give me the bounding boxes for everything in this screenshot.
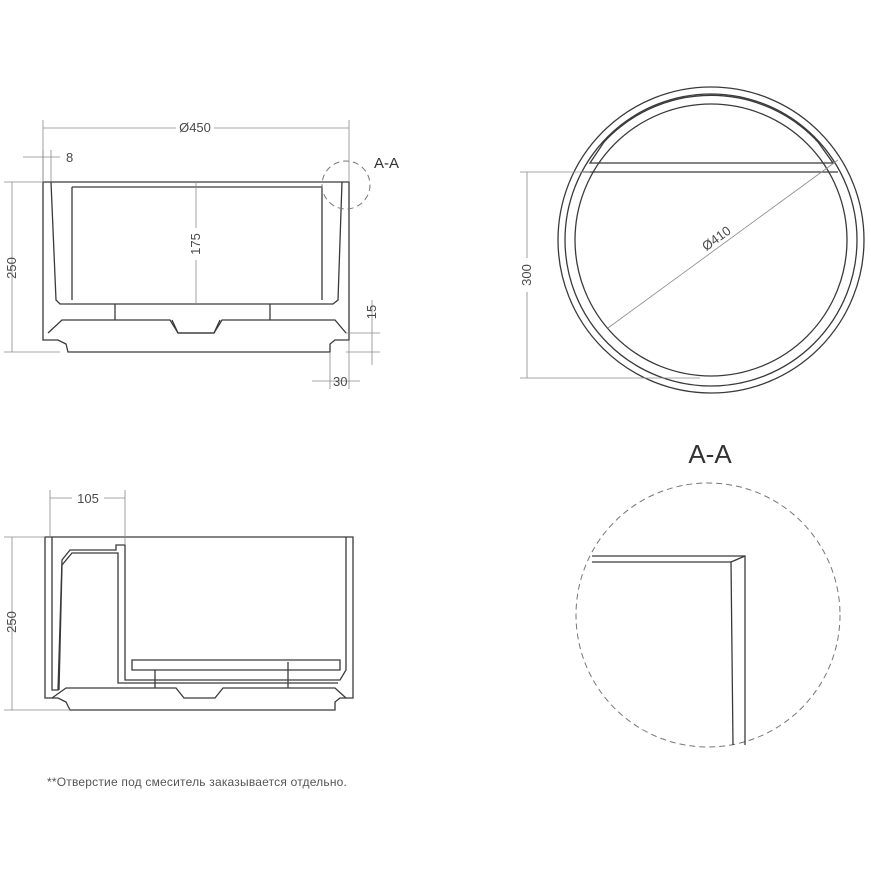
- side-view: 105 250: [4, 489, 354, 711]
- side-outer-outline: [44, 536, 354, 711]
- dim-base-offset-label: 30: [333, 374, 347, 389]
- detail-view: A-A: [575, 439, 841, 748]
- footnote: **Отверстие под смеситель заказывается о…: [47, 775, 348, 789]
- top-outer-circle: [557, 86, 865, 394]
- front-inner-outline: [50, 181, 343, 305]
- dim-height-label: 250: [4, 257, 19, 279]
- detail-rim-corner: [730, 555, 746, 563]
- top-view: Ø410 300: [518, 86, 865, 394]
- front-drain-profile: [47, 319, 347, 334]
- front-drain-cup: [171, 319, 221, 334]
- detail-rim-outer: [592, 555, 746, 745]
- detail-title: A-A: [688, 439, 732, 469]
- detail-circle: [575, 482, 841, 748]
- section-callout-label: A-A: [374, 155, 399, 172]
- section-callout-circle: [321, 160, 371, 210]
- side-bowl-floor: [131, 659, 341, 671]
- dim-base-label: 15: [364, 305, 379, 319]
- dim-depth-label: 300: [519, 264, 534, 286]
- top-rim-circle: [564, 93, 858, 387]
- side-shelf-block: [51, 537, 347, 691]
- top-inner-circle: [574, 103, 848, 377]
- dim-inner-depth-label: 175: [188, 233, 203, 255]
- top-shelf: [588, 94, 835, 164]
- front-view: Ø450 8 250 175 15 30 A-A: [4, 119, 399, 389]
- dim-side-height-label: 250: [4, 611, 19, 633]
- dim-shelf-label: 105: [77, 491, 99, 506]
- detail-rim-inner: [592, 561, 734, 746]
- side-drain-profile: [51, 687, 347, 699]
- dim-wall-label: 8: [66, 150, 73, 165]
- dim-width-label: Ø450: [179, 120, 211, 135]
